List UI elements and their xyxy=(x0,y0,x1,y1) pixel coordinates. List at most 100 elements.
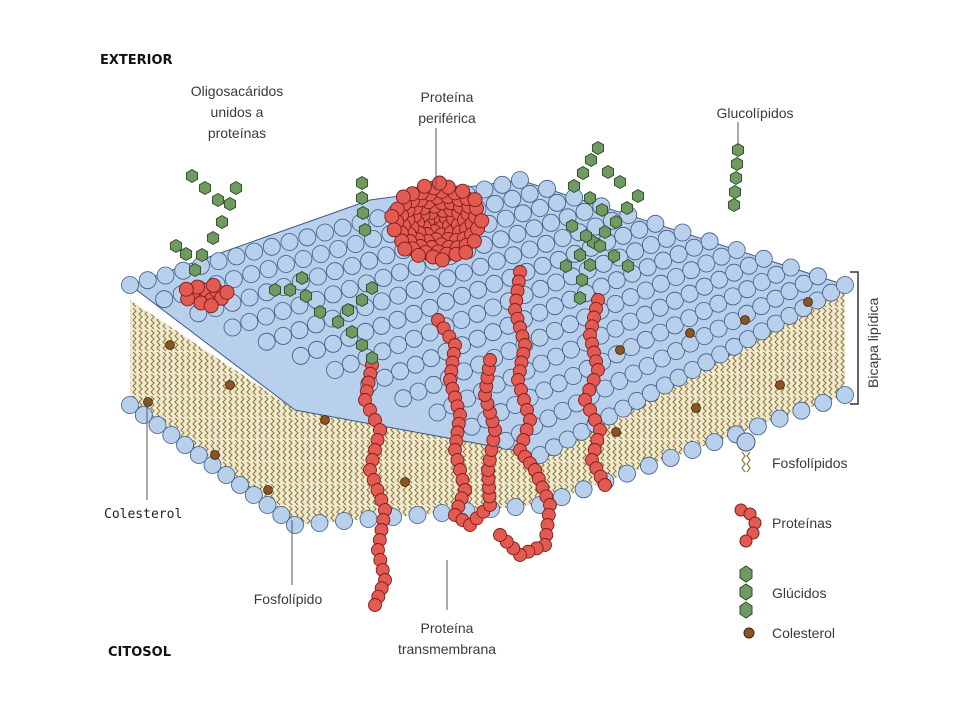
phospholipid-head xyxy=(836,276,854,294)
phospholipid-head xyxy=(683,441,702,459)
phospholipid-head xyxy=(712,247,731,266)
bilayer-bracket xyxy=(850,271,859,405)
phospholipid-head xyxy=(653,349,671,368)
sugar-unit xyxy=(579,228,593,244)
phospholipid-head xyxy=(453,286,471,305)
phospholipid-head xyxy=(723,287,742,306)
phospholipid-head xyxy=(542,213,560,232)
phospholipid-head xyxy=(794,274,813,293)
phospholipid-head xyxy=(592,277,611,296)
phospholipid-head xyxy=(121,276,139,294)
phospholipid-head xyxy=(694,301,713,320)
sugar-unit xyxy=(355,175,369,191)
phospholipid-head xyxy=(669,245,688,264)
phospholipid-head xyxy=(572,422,591,441)
phospholipid-head xyxy=(359,510,378,528)
phospholipid-head xyxy=(484,298,502,317)
phospholipid-head xyxy=(614,399,633,418)
phospholipid-head xyxy=(740,256,758,275)
phospholipid-head xyxy=(514,204,532,223)
phospholipid-head xyxy=(530,303,549,322)
phospholipid-head xyxy=(549,374,568,393)
inner-leaflet-heads xyxy=(121,386,854,534)
protein-bead xyxy=(455,183,471,199)
sugar-unit xyxy=(729,170,743,186)
sugar-unit xyxy=(206,230,220,246)
protein-bead xyxy=(386,222,402,238)
phospholipid-head xyxy=(389,336,408,354)
lipid-bilayer xyxy=(121,171,854,534)
sugar-unit xyxy=(331,314,345,330)
phospholipid-head xyxy=(511,171,529,189)
phospholipid-head xyxy=(375,368,394,387)
phospholipid-head xyxy=(262,237,281,256)
phospholipid-head xyxy=(709,294,728,313)
phospholipid-head xyxy=(356,322,375,341)
sugar-unit xyxy=(567,178,581,194)
phospholipid-head xyxy=(189,446,208,464)
phospholipid-head xyxy=(231,476,249,494)
phospholipid-head xyxy=(406,355,425,374)
phospholipid-head xyxy=(308,340,326,359)
phospholipid-head xyxy=(621,288,640,307)
phospholipid-head xyxy=(493,175,512,194)
sugar-unit xyxy=(593,238,607,254)
phospholipid-head xyxy=(341,354,360,373)
phospholipid-head xyxy=(725,337,743,356)
phospholipid-head xyxy=(333,218,352,237)
phospholipid-head xyxy=(316,223,334,242)
phospholipid-head xyxy=(697,353,716,372)
phospholipid-head xyxy=(244,486,263,504)
phospholipid-head xyxy=(697,254,716,273)
phospholipid-head xyxy=(665,316,684,335)
phospholipid-head xyxy=(280,233,299,251)
phospholipid-head xyxy=(346,235,365,253)
phospholipid-head xyxy=(814,393,833,412)
cholesterol-dot xyxy=(685,328,695,338)
sugar-unit xyxy=(621,258,635,274)
cholesterol-dot xyxy=(691,403,701,413)
phospholipid-head xyxy=(682,261,701,280)
phospholipid-head xyxy=(389,286,408,305)
proteins xyxy=(178,175,612,612)
phospholipid-head xyxy=(667,342,685,361)
phospholipid-head xyxy=(574,480,593,499)
oligo-label-line2: unidos a xyxy=(211,104,264,120)
phospholipid-head xyxy=(391,263,410,282)
phospholipid-head xyxy=(388,310,407,329)
cholesterol-dot xyxy=(225,380,235,390)
sugar-unit xyxy=(601,164,615,180)
cholesterol-molecules xyxy=(143,297,813,495)
sugar-unit xyxy=(195,247,209,263)
exterior-label: EXTERIOR xyxy=(100,53,173,68)
sugar-unit xyxy=(295,270,309,286)
phospholipid-head xyxy=(538,179,556,198)
protein-bead xyxy=(205,277,221,293)
phospholipid-head xyxy=(749,417,767,436)
cholesterol-dot xyxy=(740,315,750,325)
phospholipid-head xyxy=(369,209,388,228)
phospholipid-head xyxy=(705,433,724,452)
phospholipid-head xyxy=(752,297,771,316)
legend-proteins-label: Proteínas xyxy=(772,515,832,531)
phospholipid-head xyxy=(484,323,502,342)
legend-carbs-label: Glúcidos xyxy=(772,585,826,601)
phospholipid-head xyxy=(610,372,629,390)
bilayer-label: Bicapa lipídica xyxy=(865,298,881,388)
phospholipid-head xyxy=(500,342,519,361)
phospholipid-head xyxy=(695,327,714,346)
cholesterol-dot xyxy=(143,397,153,407)
phospholipid-head xyxy=(257,307,275,326)
phospholipid-head xyxy=(242,265,261,284)
phospholipid-head xyxy=(781,258,800,277)
phospholipid-head xyxy=(452,311,471,329)
phospholipid-head xyxy=(156,266,175,285)
sugar-unit xyxy=(185,168,199,184)
phospholipid-head xyxy=(377,246,396,265)
phospholipid-head xyxy=(468,304,487,323)
phospholipid-head xyxy=(343,256,362,275)
phospholipid-head xyxy=(372,292,391,311)
phospholipid-head xyxy=(665,291,684,310)
phospholipid-head xyxy=(642,236,660,254)
sugar-unit xyxy=(299,288,313,304)
